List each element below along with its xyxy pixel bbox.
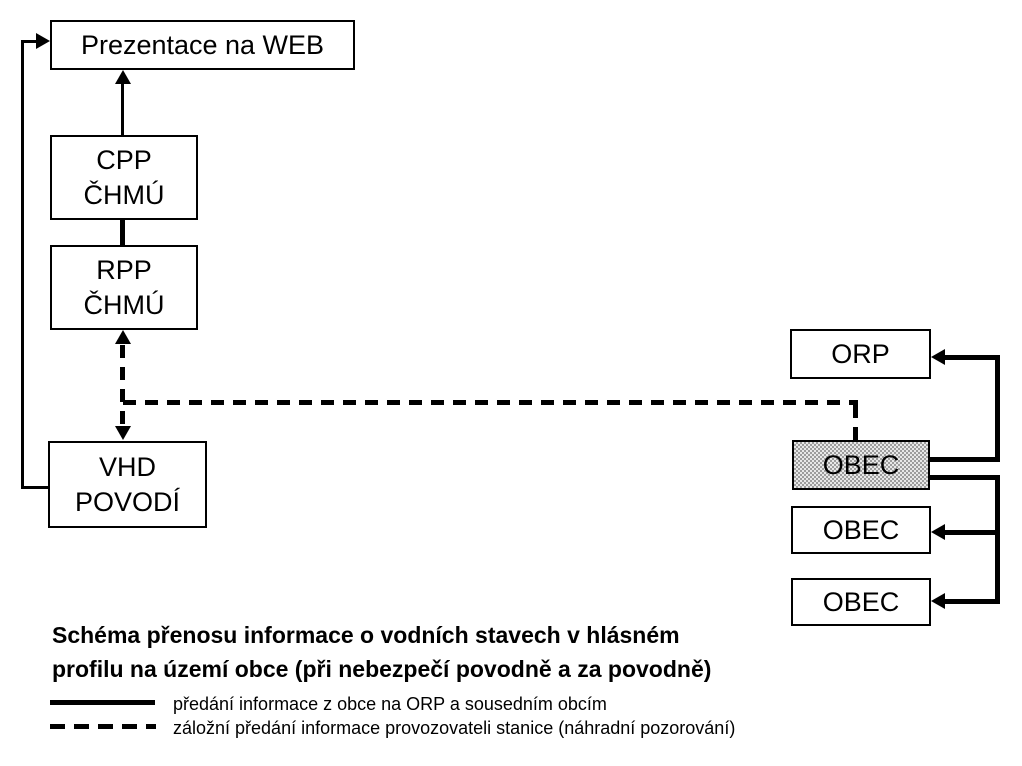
node-label: ORP <box>831 338 890 369</box>
node-orp: ORP <box>790 329 931 379</box>
connector-obec-branch-vertical <box>995 475 1000 604</box>
diagram-caption: Schéma přenosu informace o vodních stave… <box>52 618 832 686</box>
arrowhead-up-into-web <box>115 70 131 84</box>
node-label-line1: CPP <box>96 144 152 175</box>
legend-solid-label: předání informace z obce na ORP a soused… <box>173 694 607 714</box>
node-obec-3: OBEC <box>791 578 931 626</box>
node-cpp-chmu: CPP ČHMÚ <box>50 135 198 220</box>
node-label: OBEC <box>822 449 900 480</box>
connector-obec-branch-top <box>930 475 1000 480</box>
node-label: OBEC <box>822 514 900 545</box>
node-obec-highlighted: OBEC <box>792 440 930 490</box>
node-label-line2: ČHMÚ <box>83 289 165 320</box>
connector-cpp-to-web-line <box>121 80 124 135</box>
caption-line-1: Schéma přenosu informace o vodních stave… <box>52 622 680 648</box>
connector-cpp-rpp-line <box>120 220 125 245</box>
connector-obec-to-orp-top <box>944 355 1000 360</box>
connector-vhd-elbow-vertical <box>21 40 24 489</box>
connector-obec-to-orp-bottom <box>930 457 1000 462</box>
arrowhead-down-into-vhd <box>115 426 131 440</box>
node-label-line1: RPP <box>96 254 152 285</box>
node-label-line1: VHD <box>98 451 156 482</box>
caption-line-2: profilu na území obce (při nebezpečí pov… <box>52 656 712 682</box>
legend-dashed-line-sample <box>50 724 156 729</box>
node-label: OBEC <box>822 586 900 617</box>
arrowhead-left-into-orp <box>931 349 945 365</box>
node-obec-2: OBEC <box>791 506 931 554</box>
connector-vhd-elbow-bottom <box>21 486 48 489</box>
connector-dashed-drop-into-obec <box>853 405 858 440</box>
node-label-line2: POVODÍ <box>74 486 181 517</box>
node-label: Prezentace na WEB <box>80 29 325 60</box>
node-vhd-povodi: VHD POVODÍ <box>48 441 207 528</box>
arrowhead-left-into-obec3 <box>931 593 945 609</box>
node-rpp-chmu: RPP ČHMÚ <box>50 245 198 330</box>
connector-obec-to-orp-vertical <box>995 355 1000 462</box>
legend-solid-line-sample <box>50 700 155 705</box>
arrowhead-left-into-obec2 <box>931 524 945 540</box>
node-prezentace-na-web: Prezentace na WEB <box>50 20 355 70</box>
connector-branch-to-obec2 <box>944 530 1000 535</box>
connector-rpp-vhd-dashed-line <box>120 345 125 426</box>
connector-dashed-horizontal-to-obec <box>123 400 858 405</box>
connector-branch-to-obec3 <box>944 599 1000 604</box>
arrowhead-right-into-web <box>36 33 50 49</box>
node-label-line2: ČHMÚ <box>83 179 165 210</box>
arrowhead-up-into-rpp <box>115 330 131 344</box>
legend-dashed-label: záložní předání informace provozovateli … <box>173 718 736 738</box>
connector-vhd-elbow-top <box>21 40 38 43</box>
